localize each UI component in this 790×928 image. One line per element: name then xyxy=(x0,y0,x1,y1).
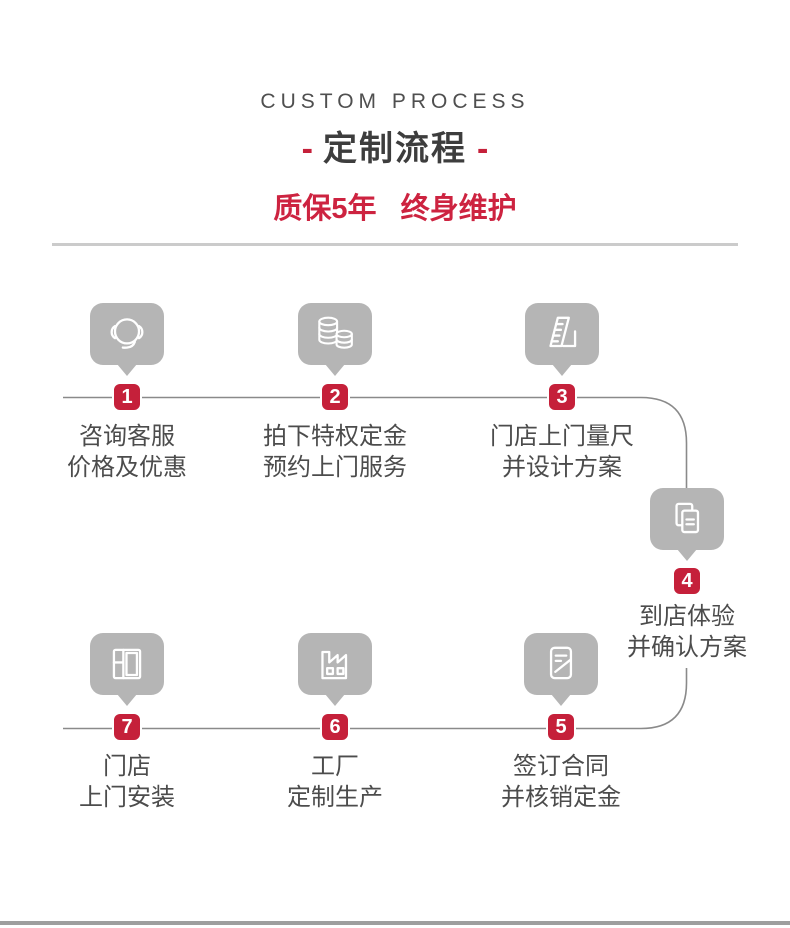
step-number-badge: 3 xyxy=(547,382,577,412)
process-step-4: 4 到店体验 并确认方案 xyxy=(587,488,787,663)
factory-icon xyxy=(298,633,372,695)
ruler-icon xyxy=(549,316,577,348)
section-title-text: 定制流程 xyxy=(323,130,467,168)
connector-row1-curve xyxy=(63,396,688,489)
step-label-line1: 签订合同 xyxy=(513,753,609,780)
contract-icon xyxy=(549,646,573,680)
step-label: 到店体验 并确认方案 xyxy=(587,601,787,663)
step-label-line2: 上门安装 xyxy=(79,784,175,811)
section-eyebrow: CUSTOM PROCESS xyxy=(260,90,530,113)
coins-icon xyxy=(298,303,372,365)
process-step-7: 7 门店 上门安装 xyxy=(27,633,227,813)
coins-icon xyxy=(318,316,353,349)
store-icon xyxy=(90,633,164,695)
maintenance-text: 终身维护 xyxy=(400,193,517,225)
step-label-line2: 并核销定金 xyxy=(501,784,621,811)
step-label-line2: 并设计方案 xyxy=(502,454,622,481)
step-label-line2: 预约上门服务 xyxy=(263,454,407,481)
title-dash-right: - xyxy=(477,130,489,168)
factory-icon xyxy=(321,650,348,680)
store-icon xyxy=(112,648,142,680)
step-label-line2: 并确认方案 xyxy=(627,634,747,661)
step-label-line1: 到店体验 xyxy=(639,603,735,630)
process-step-1: 1 咨询客服 价格及优惠 xyxy=(27,303,227,483)
step-label-line2: 价格及优惠 xyxy=(67,454,187,481)
ruler-icon xyxy=(525,303,599,365)
step-number-badge: 6 xyxy=(320,712,350,742)
step-number-badge: 1 xyxy=(112,382,142,412)
connector-row2-curve xyxy=(63,668,688,730)
step-number-badge: 2 xyxy=(320,382,350,412)
step-number-badge: 4 xyxy=(672,566,702,596)
process-step-2: 2 拍下特权定金 预约上门服务 xyxy=(235,303,435,483)
step-number-badge: 5 xyxy=(546,712,576,742)
step-label-line1: 拍下特权定金 xyxy=(263,423,407,450)
step-number-badge: 7 xyxy=(112,712,142,742)
step-label: 工厂 定制生产 xyxy=(235,751,435,813)
headset-icon xyxy=(110,318,144,349)
step-label-line1: 咨询客服 xyxy=(79,423,175,450)
step-label-line2: 定制生产 xyxy=(287,784,383,811)
step-label: 咨询客服 价格及优惠 xyxy=(27,421,227,483)
process-step-3: 3 门店上门量尺 并设计方案 xyxy=(462,303,662,483)
step-label-line1: 门店 xyxy=(103,753,151,780)
headset-icon xyxy=(90,303,164,365)
title-dash-left: - xyxy=(301,130,313,168)
section-title: -定制流程- xyxy=(0,121,790,170)
step-label: 拍下特权定金 预约上门服务 xyxy=(235,421,435,483)
documents-icon xyxy=(650,488,724,550)
warranty-text: 质保5年 xyxy=(273,193,377,225)
step-label-line1: 门店上门量尺 xyxy=(490,423,634,450)
step-label: 门店 上门安装 xyxy=(27,751,227,813)
step-label: 门店上门量尺 并设计方案 xyxy=(462,421,662,483)
process-step-6: 6 工厂 定制生产 xyxy=(235,633,435,813)
process-step-5: 5 签订合同 并核销定金 xyxy=(461,633,661,813)
warranty-subtitle: 质保5年终身维护 xyxy=(0,185,790,227)
step-label: 签订合同 并核销定金 xyxy=(461,751,661,813)
documents-icon xyxy=(675,502,700,534)
header-divider xyxy=(52,243,738,246)
contract-icon xyxy=(524,633,598,695)
step-label-line1: 工厂 xyxy=(311,753,359,780)
section-bottom-divider xyxy=(0,921,790,925)
